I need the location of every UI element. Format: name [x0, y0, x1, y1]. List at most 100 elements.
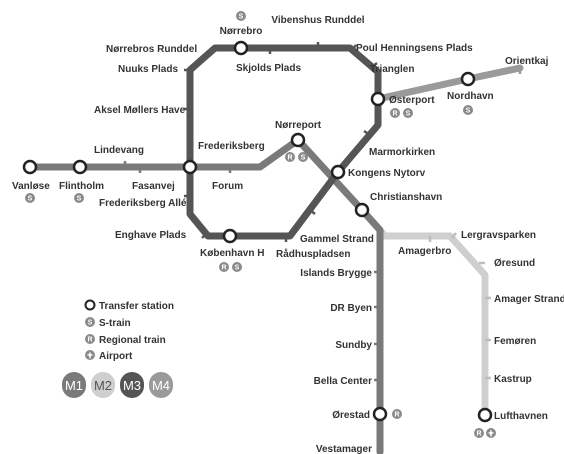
- label-frederiksberg: Frederiksberg: [198, 141, 265, 152]
- tick-trianglen: [371, 62, 378, 68]
- s-train-icon: S: [403, 108, 413, 118]
- station-flintholm[interactable]: [72, 159, 88, 175]
- tick-poul-henningsens-plads: [351, 44, 357, 51]
- legend-line-m2: M2: [91, 372, 115, 398]
- station-nordhavn[interactable]: [460, 71, 476, 87]
- legend-line-m4: M4: [149, 372, 173, 398]
- svg-text:S: S: [28, 196, 33, 203]
- legend-airport: Airport: [85, 350, 133, 362]
- svg-text:S: S: [88, 320, 93, 327]
- legend: Transfer station S S-train R Regional tr…: [62, 299, 174, 398]
- regional-train-icon: R: [285, 152, 295, 162]
- label-christianshavn: Christianshavn: [370, 192, 442, 203]
- legend-line-m3: M3: [120, 372, 144, 398]
- legend-transfer-label: Transfer station: [99, 301, 174, 312]
- station-orestad[interactable]: [372, 406, 388, 422]
- tick-gammel-strand: [309, 209, 316, 215]
- label-lindevang: Lindevang: [94, 145, 144, 156]
- airport-icon: [85, 350, 95, 360]
- station-kobenhavn-h[interactable]: [222, 228, 238, 244]
- station-lufthavnen[interactable]: [477, 407, 493, 423]
- s-train-icon: S: [25, 193, 35, 203]
- regional-train-icon: R: [392, 409, 402, 419]
- regional-train-icon: R: [474, 428, 484, 438]
- label-amager-strand: Amager Strand: [494, 294, 564, 305]
- svg-text:R: R: [394, 412, 399, 419]
- legend-transfer: Transfer station: [84, 299, 174, 312]
- label-islands-brygge: Islands Brygge: [300, 268, 372, 279]
- s-train-icon: S: [463, 105, 473, 115]
- label-vanlose: Vanløse: [12, 181, 50, 192]
- label-vibenshus-runddel: Vibenshus Runddel: [271, 15, 364, 26]
- label-nuuks-plads: Nuuks Plads: [118, 64, 178, 75]
- svg-text:R: R: [87, 337, 92, 344]
- station-norreport[interactable]: [290, 132, 306, 148]
- svg-text:S: S: [301, 155, 306, 162]
- label-norrebro: Nørrebro: [220, 26, 263, 37]
- svg-text:S: S: [466, 108, 471, 115]
- legend-line-m2-label: M2: [94, 378, 112, 393]
- svg-text:R: R: [287, 155, 292, 162]
- station-frederiksberg[interactable]: [182, 159, 198, 175]
- s-train-icon: S: [232, 262, 242, 272]
- label-forum: Forum: [212, 181, 243, 192]
- label-orientkaj: Orientkaj: [505, 56, 549, 67]
- label-aksel-mollers-have: Aksel Møllers Have: [94, 105, 186, 116]
- svg-text:S: S: [77, 196, 82, 203]
- s-train-icon: S: [298, 152, 308, 162]
- legend-airport-label: Airport: [99, 351, 133, 362]
- regional-train-icon: R: [390, 108, 400, 118]
- label-skjolds-plads: Skjolds Plads: [236, 63, 301, 74]
- label-norreport: Nørreport: [275, 120, 322, 131]
- legend-regional-label: Regional train: [99, 335, 166, 346]
- label-osterport: Østerport: [389, 95, 435, 106]
- tick-marmorkirken: [363, 129, 371, 137]
- tick-enghave-plads: [201, 233, 207, 239]
- line-m3: [186, 44, 382, 240]
- label-gammel-strand: Gammel Strand: [300, 234, 374, 245]
- svg-text:S: S: [239, 14, 244, 21]
- label-frederiksberg-alle: Frederiksberg Allé: [99, 198, 187, 209]
- regional-train-icon: R: [85, 334, 95, 344]
- station-ticks-m2m1: [123, 161, 380, 382]
- label-flintholm: Flintholm: [59, 181, 104, 192]
- label-amagerbro: Amagerbro: [398, 246, 451, 257]
- label-oresund: Øresund: [494, 258, 535, 269]
- label-lufthavnen: Lufthavnen: [494, 411, 548, 422]
- service-badges: S S S R S S R S R S R R: [25, 11, 496, 438]
- label-vestamager: Vestamager: [316, 444, 372, 454]
- station-labels: Nørrebro Vibenshus Runddel Nørrebros Run…: [12, 15, 564, 454]
- svg-text:R: R: [221, 265, 226, 272]
- label-kongens-nytorv: Kongens Nytorv: [348, 168, 426, 179]
- label-norrebros-runddel: Nørrebros Runddel: [106, 44, 197, 55]
- svg-text:S: S: [235, 265, 240, 272]
- svg-text:R: R: [476, 431, 481, 438]
- station-vanlose[interactable]: [22, 159, 38, 175]
- s-train-icon: S: [236, 11, 246, 21]
- legend-line-m3-label: M3: [123, 378, 141, 393]
- tick-lergravsparken: [451, 232, 457, 239]
- label-kobenhavn-h: København H: [200, 248, 264, 259]
- legend-line-m1: M1: [62, 372, 86, 398]
- s-train-icon: S: [74, 193, 84, 203]
- station-osterport[interactable]: [370, 91, 386, 107]
- label-poul-henningsens-plads: Poul Henningsens Plads: [356, 43, 473, 54]
- label-enghave-plads: Enghave Plads: [115, 230, 187, 241]
- station-kongens-nytorv[interactable]: [330, 164, 346, 180]
- legend-regional: R Regional train: [85, 334, 166, 346]
- transfer-stations: [22, 40, 493, 423]
- legend-line-m1-label: M1: [65, 378, 83, 393]
- label-sundby: Sundby: [335, 340, 372, 351]
- station-norrebro[interactable]: [233, 40, 249, 56]
- label-kastrup: Kastrup: [494, 374, 532, 385]
- s-train-icon: S: [85, 317, 95, 327]
- station-ticks: [184, 42, 378, 242]
- label-orestad: Ørestad: [332, 410, 370, 421]
- label-radhuspladsen: Rådhuspladsen: [276, 248, 350, 260]
- label-nordhavn: Nordhavn: [447, 91, 494, 102]
- label-marmorkirken: Marmorkirken: [369, 147, 435, 158]
- station-christianshavn[interactable]: [354, 202, 370, 218]
- station-ticks-m2: [428, 232, 491, 380]
- transfer-station-icon: [84, 299, 96, 311]
